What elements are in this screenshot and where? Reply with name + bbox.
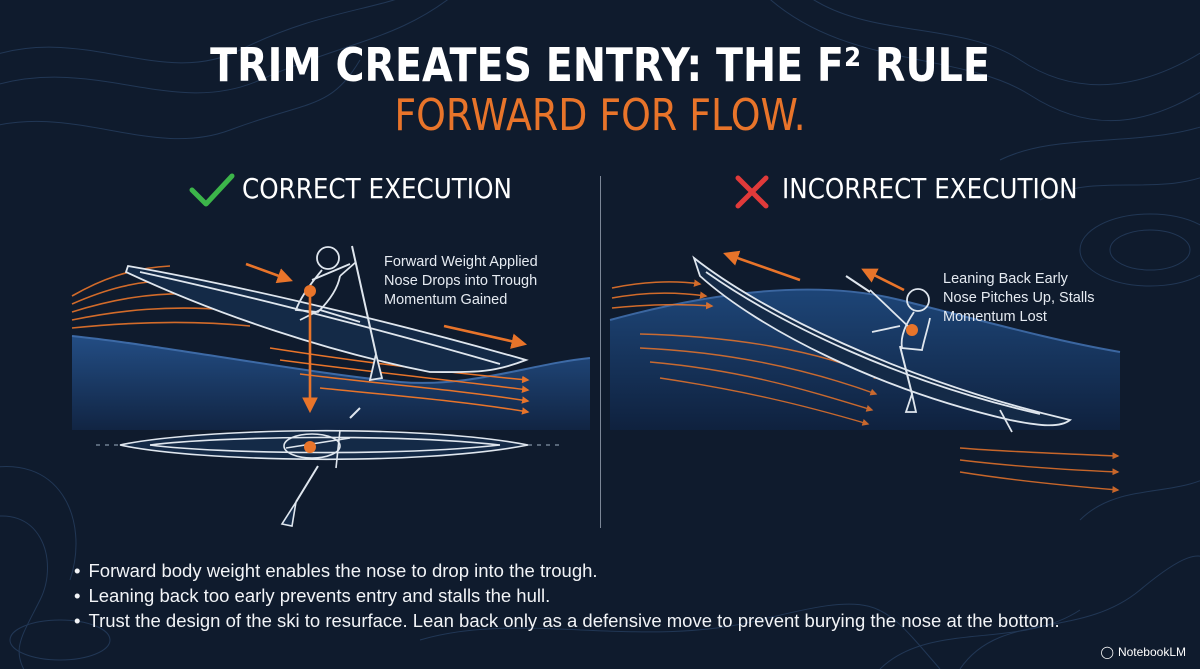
check-icon <box>189 173 235 207</box>
correct-center-of-mass <box>304 285 316 297</box>
incorrect-annotation-line: Leaning Back Early <box>943 271 1068 287</box>
correct-annotation-line: Nose Drops into Trough <box>384 273 538 289</box>
correct-water <box>71 335 591 430</box>
incorrect-annotation-line: Nose Pitches Up, Stalls <box>943 290 1095 306</box>
correct-surfski-top <box>96 407 560 527</box>
key-point: Trust the design of the ski to resurface… <box>74 608 1059 633</box>
page-title: TRIM CREATES ENTRY: THE F² RULE <box>210 38 990 92</box>
brand-label: NotebookLM <box>1117 645 1186 659</box>
cross-icon <box>735 175 769 209</box>
incorrect-center-of-mass <box>906 324 918 336</box>
incorrect-force-arrows <box>723 250 905 292</box>
correct-top-center-of-mass <box>304 441 316 453</box>
page-subtitle: FORWARD FOR FLOW. <box>394 90 806 141</box>
correct-heading-label: CORRECT EXECUTION <box>242 172 512 205</box>
incorrect-surfski-side <box>692 255 1073 433</box>
incorrect-heading: INCORRECT EXECUTION <box>782 172 1078 205</box>
panel-divider <box>600 176 601 528</box>
correct-flow-arrows <box>269 347 530 415</box>
key-point: Forward body weight enables the nose to … <box>74 558 1060 583</box>
correct-force-arrows <box>245 262 528 414</box>
correct-surfski-side <box>124 245 529 382</box>
incorrect-annotation-line: Momentum Lost <box>943 309 1047 325</box>
incorrect-heading-label: INCORRECT EXECUTION <box>782 172 1078 205</box>
correct-annotation-line: Momentum Gained <box>384 292 508 308</box>
correct-annotation-line: Forward Weight Applied <box>384 254 538 270</box>
correct-annotation: Forward Weight Applied Nose Drops into T… <box>384 253 538 310</box>
incorrect-annotation: Leaning Back Early Nose Pitches Up, Stal… <box>943 270 1095 327</box>
brand-watermark: ◯ NotebookLM <box>1101 645 1186 659</box>
key-points-list: Forward body weight enables the nose to … <box>74 558 1060 633</box>
key-point: Leaning back too early prevents entry an… <box>74 583 1060 608</box>
correct-heading: CORRECT EXECUTION <box>242 172 512 205</box>
notebooklm-logo-icon: ◯ <box>1100 645 1114 659</box>
incorrect-wave-contours <box>611 279 714 310</box>
